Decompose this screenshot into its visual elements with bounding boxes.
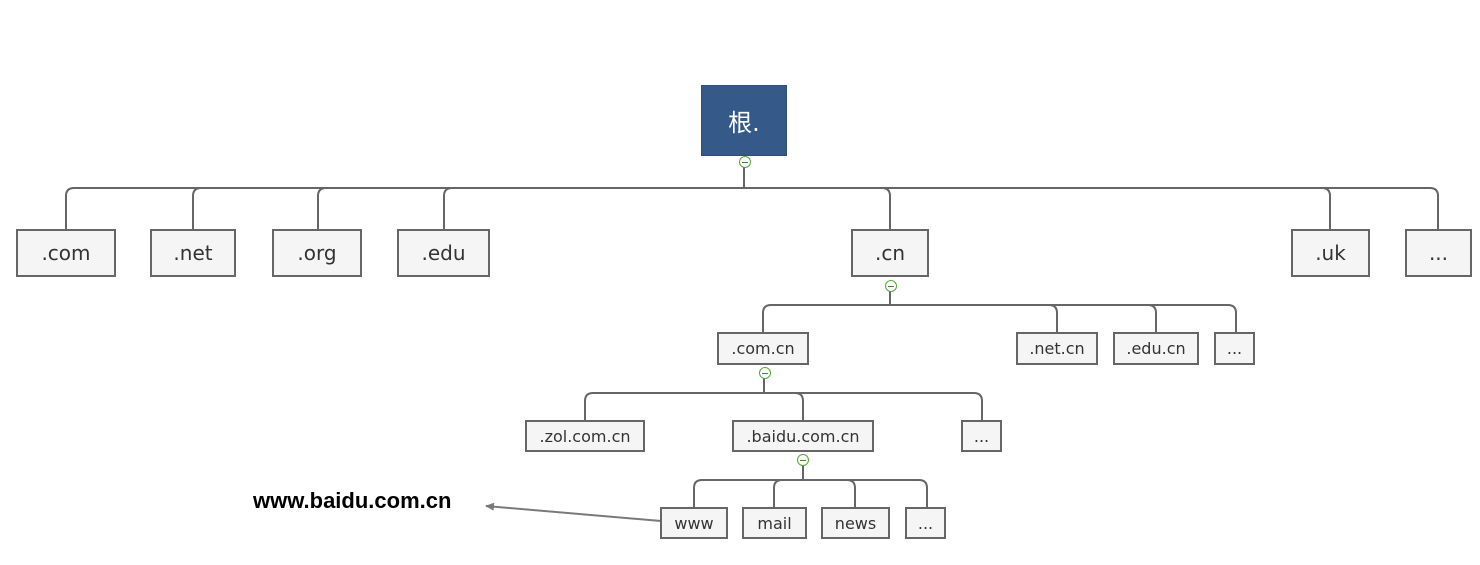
node-edu[interactable]: .edu: [397, 229, 490, 277]
node-www-label: www: [674, 513, 714, 533]
node-mail[interactable]: mail: [742, 507, 807, 539]
collapse-baidu-icon[interactable]: [797, 454, 809, 466]
root-node[interactable]: 根.: [701, 85, 787, 156]
root-label: 根.: [728, 109, 760, 137]
connector-mail: [773, 479, 783, 508]
node-baidu-com-cn[interactable]: .baidu.com.cn: [732, 420, 874, 452]
collapse-root-icon[interactable]: [739, 156, 751, 168]
connector-org: [317, 187, 327, 230]
node-baidu-more-label: ...: [917, 513, 934, 533]
node-edu-label: .edu: [421, 241, 466, 265]
connector-net-cn: [1048, 304, 1058, 333]
connector-uk: [1321, 187, 1331, 230]
node-uk-label: .uk: [1315, 241, 1346, 265]
connector-baidu: [794, 392, 804, 421]
node-com-label: .com: [41, 241, 91, 265]
node-baidu-com-cn-label: .baidu.com.cn: [746, 426, 860, 446]
connector-news: [846, 479, 856, 508]
node-mail-label: mail: [757, 513, 792, 533]
connector-net: [192, 187, 202, 230]
node-zol-com-cn-label: .zol.com.cn: [539, 426, 631, 446]
node-org[interactable]: .org: [272, 229, 362, 277]
node-cn-label: .cn: [874, 241, 906, 265]
node-cn[interactable]: .cn: [851, 229, 929, 277]
node-zol-com-cn[interactable]: .zol.com.cn: [525, 420, 645, 452]
node-net-label: .net: [173, 241, 213, 265]
node-cn-more-label: ...: [1226, 339, 1243, 358]
node-news-label: news: [834, 513, 877, 533]
callout-fqdn-label: www.baidu.com.cn: [253, 488, 452, 513]
node-news[interactable]: news: [821, 507, 890, 539]
node-net[interactable]: .net: [150, 229, 236, 277]
node-cn-more[interactable]: ...: [1214, 332, 1255, 365]
node-uk[interactable]: .uk: [1291, 229, 1370, 277]
connector-baidu-bus: [693, 479, 928, 489]
node-com[interactable]: .com: [16, 229, 116, 277]
connector-cn: [881, 187, 891, 230]
node-tld-more-label: ...: [1428, 241, 1449, 265]
connector-cn-bus: [762, 304, 1237, 314]
callout-arrow: [485, 502, 662, 522]
connector-root-bus: [65, 187, 1439, 197]
node-baidu-more[interactable]: ...: [905, 507, 946, 539]
connector-edu: [443, 187, 453, 230]
node-www[interactable]: www: [660, 507, 728, 539]
connector-com-cn-bus: [584, 392, 983, 402]
node-com-cn-label: .com.cn: [731, 339, 795, 358]
collapse-com-cn-icon[interactable]: [759, 367, 771, 379]
node-org-label: .org: [297, 241, 337, 265]
node-net-cn-label: .net.cn: [1029, 339, 1085, 358]
collapse-cn-icon[interactable]: [885, 280, 897, 292]
node-com-cn[interactable]: .com.cn: [717, 332, 809, 365]
node-edu-cn[interactable]: .edu.cn: [1113, 332, 1199, 365]
node-com-cn-more[interactable]: ...: [961, 420, 1002, 452]
node-com-cn-more-label: ...: [973, 426, 990, 446]
node-tld-more[interactable]: ...: [1405, 229, 1472, 277]
connector-edu-cn: [1147, 304, 1157, 333]
node-edu-cn-label: .edu.cn: [1126, 339, 1186, 358]
node-net-cn[interactable]: .net.cn: [1016, 332, 1098, 365]
